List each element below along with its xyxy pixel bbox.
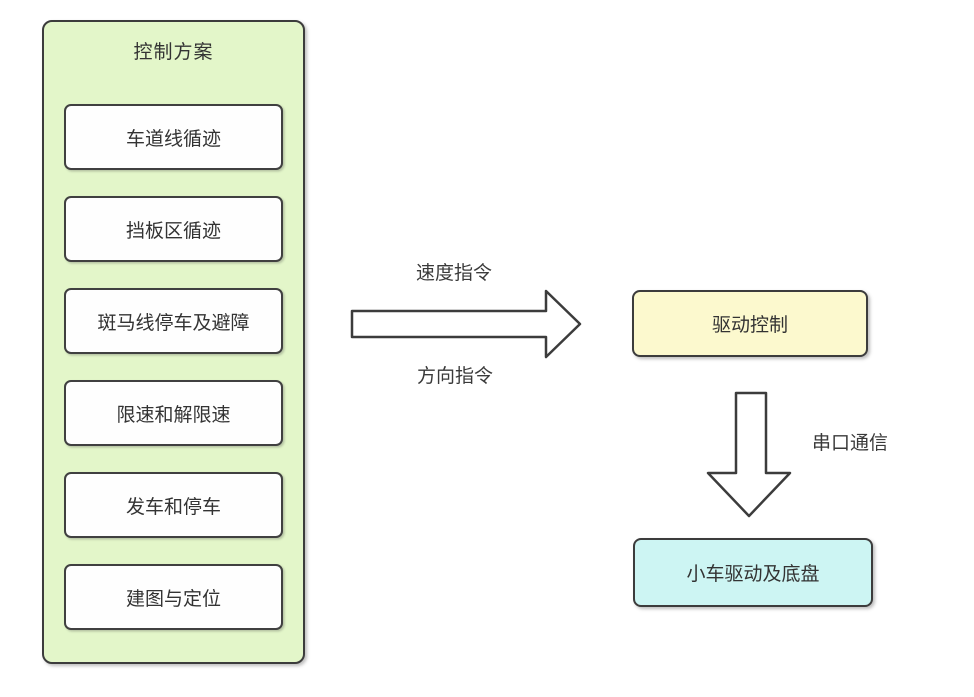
node-zebra-stop-avoidance: 斑马线停车及避障 [64,288,283,354]
node-drive-control: 驱动控制 [632,290,868,357]
label-serial-communication: 串口通信 [812,433,889,454]
right-arrow-icon [350,289,582,359]
node-car-drive-chassis: 小车驱动及底盘 [633,538,873,607]
down-arrow-icon [706,391,792,518]
node-baffle-zone-tracking: 挡板区循迹 [64,196,283,262]
node-start-stop: 发车和停车 [64,472,283,538]
label-direction-command: 方向指令 [417,366,494,387]
control-scheme-title: 控制方案 [133,42,214,63]
node-mapping-localization: 建图与定位 [64,564,283,630]
control-scheme-group: 控制方案 车道线循迹 挡板区循迹 斑马线停车及避障 限速和解限速 发车和停车 建… [42,20,305,664]
control-scheme-item-list: 车道线循迹 挡板区循迹 斑马线停车及避障 限速和解限速 发车和停车 建图与定位 [64,104,283,630]
node-lane-line-tracking: 车道线循迹 [64,104,283,170]
node-speed-limit-release: 限速和解限速 [64,380,283,446]
label-speed-command: 速度指令 [416,263,493,284]
